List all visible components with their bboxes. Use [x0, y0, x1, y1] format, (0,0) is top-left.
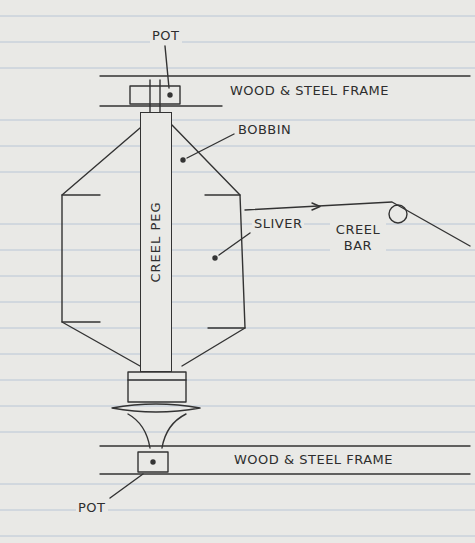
frame-label: WOOD & STEEL FRAME — [228, 83, 391, 99]
frame-label: WOOD & STEEL FRAME — [232, 452, 395, 468]
part-label: POT — [76, 500, 108, 516]
creel-peg: CREEL PEG — [140, 112, 172, 372]
peg-label: CREEL PEG — [148, 201, 164, 282]
part-label: POT — [150, 28, 182, 44]
part-label: SLIVER — [252, 216, 304, 232]
part-label: BOBBIN — [236, 122, 293, 138]
part-label: CREEL BAR — [330, 222, 386, 254]
